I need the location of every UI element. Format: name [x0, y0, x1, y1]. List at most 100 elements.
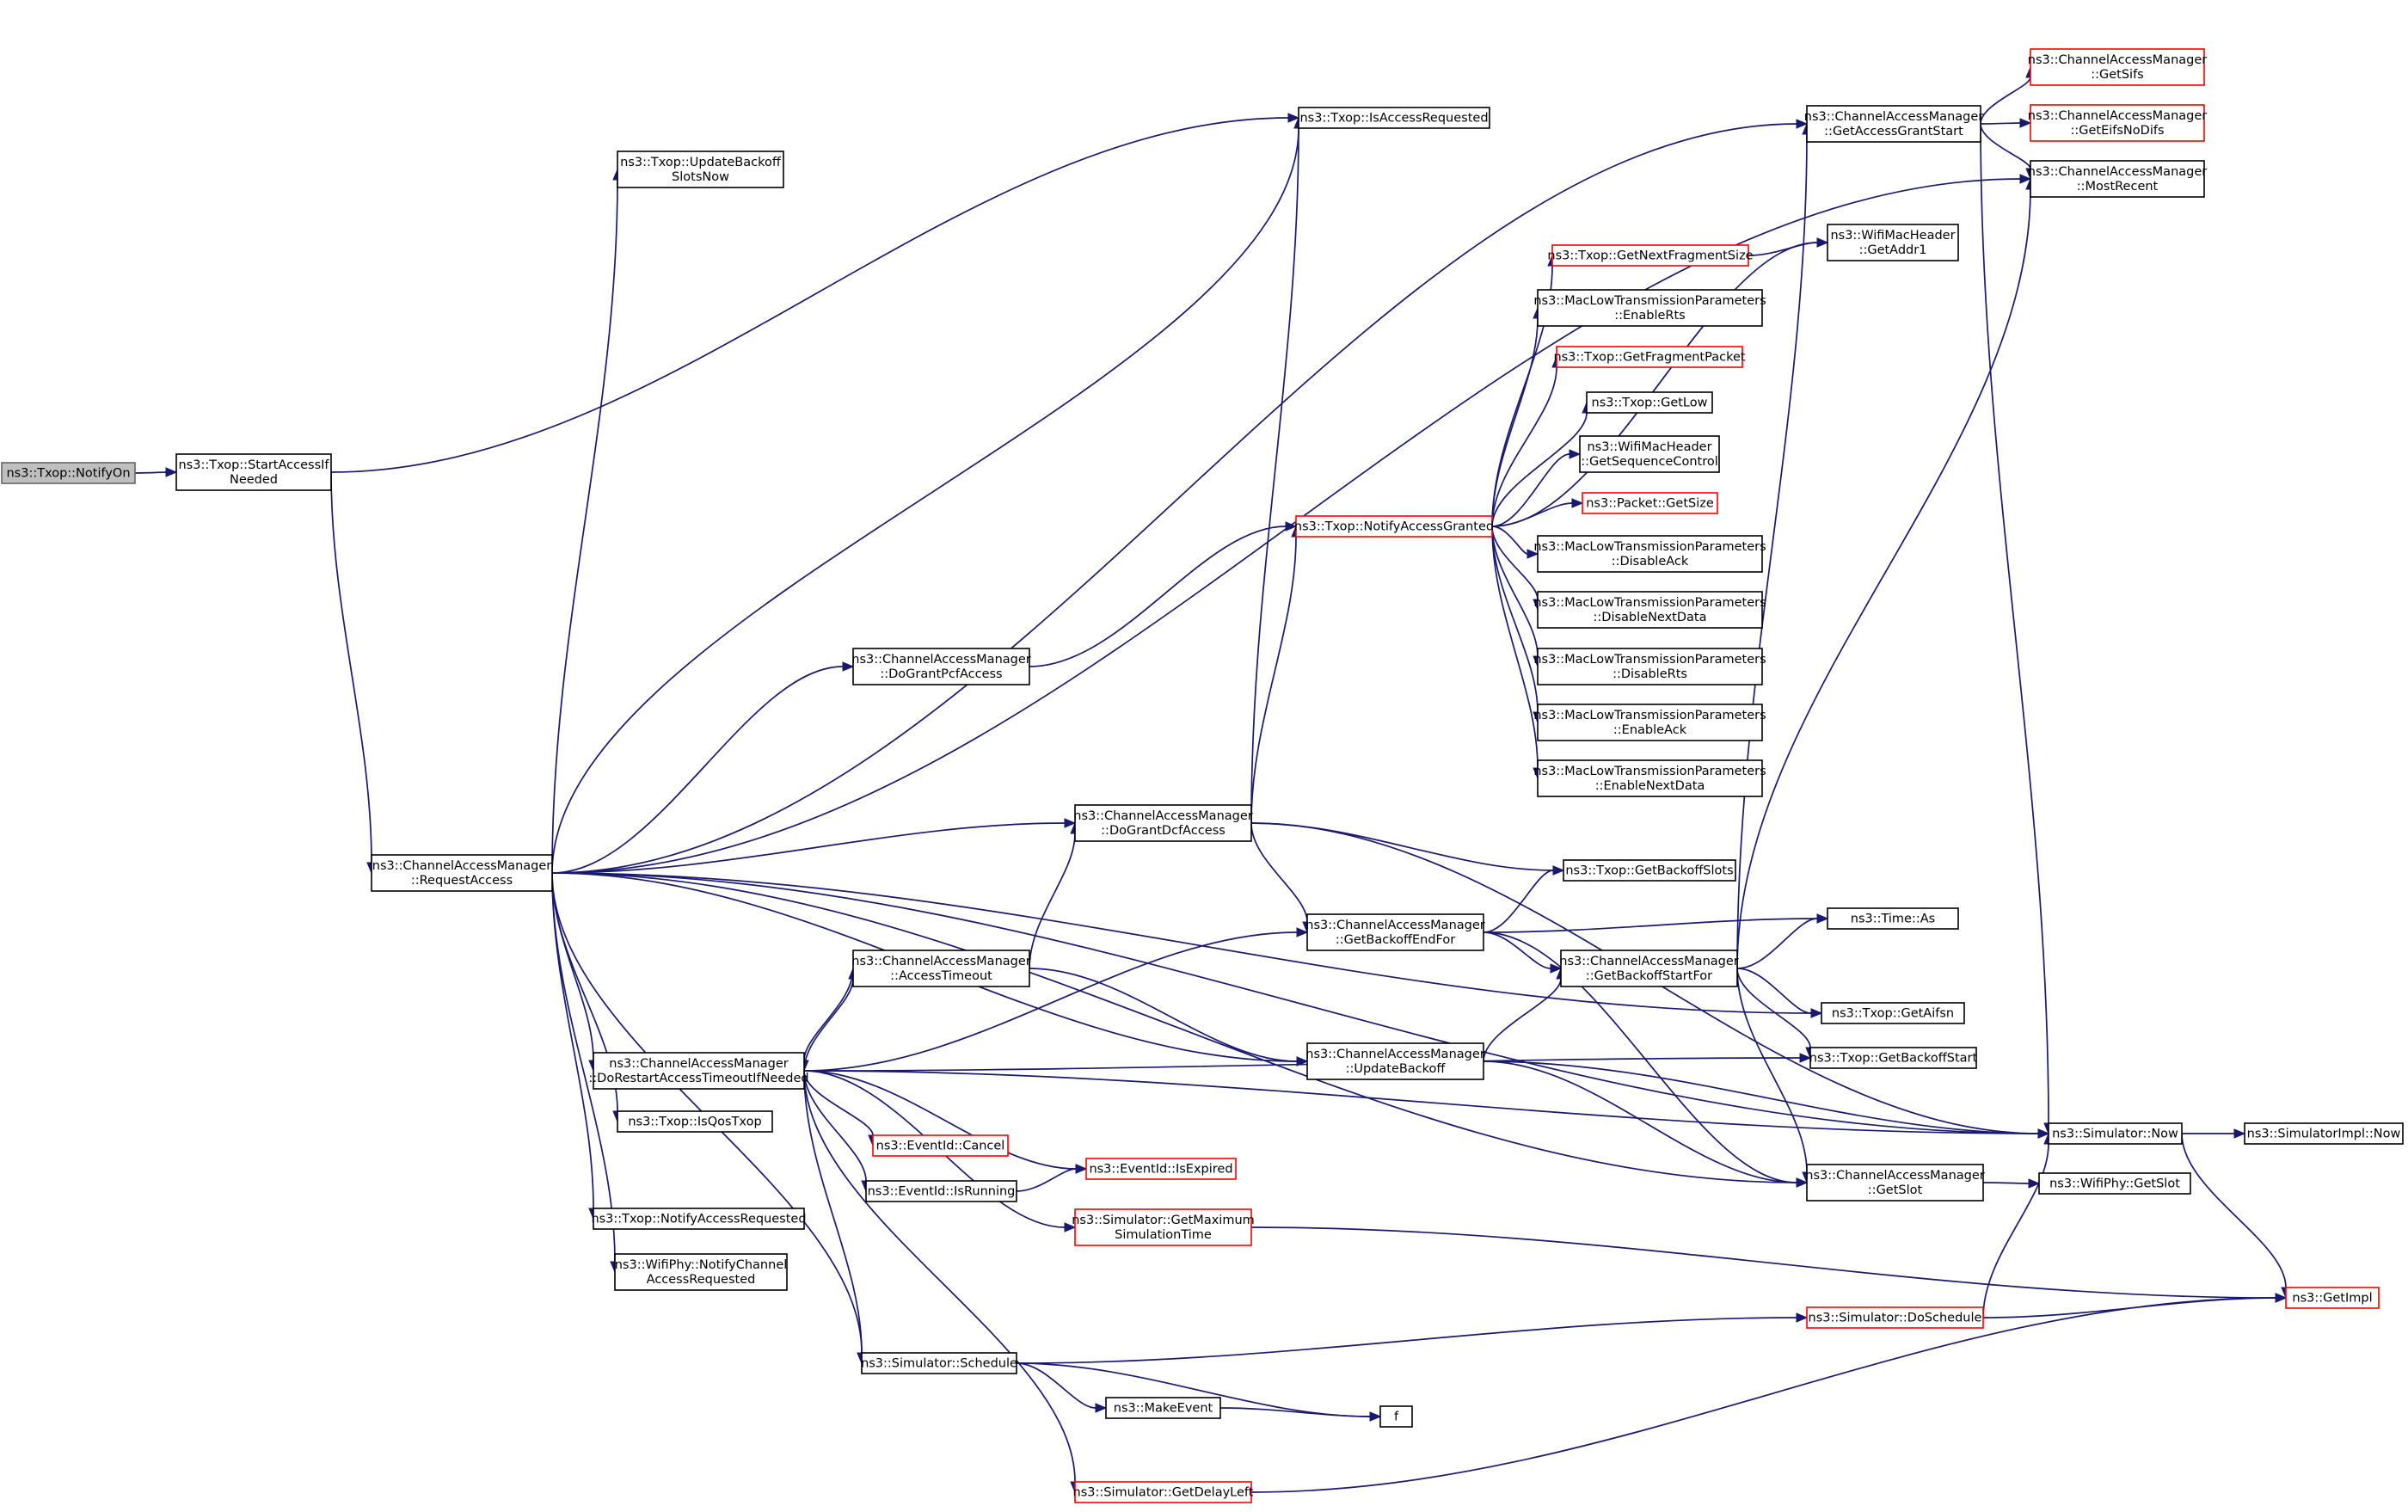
edge-notifyaccessgranted-to-enableack	[1491, 526, 1539, 713]
arrowhead-notifyaccessgranted-to-packetgetsize	[1571, 498, 1584, 508]
node-enablenextdata[interactable]: ns3::MacLowTransmissionParameters::Enabl…	[1533, 759, 1766, 797]
node-isqostxop[interactable]: ns3::Txop::IsQosTxop	[617, 1110, 773, 1133]
node-updatebackoff[interactable]: ns3::ChannelAccessManager::UpdateBackoff	[1305, 1042, 1485, 1080]
edge-startaccess-to-requestaccess	[330, 471, 372, 864]
node-disablerts[interactable]: ns3::MacLowTransmissionParameters::Disab…	[1533, 648, 1766, 685]
node-dorestartaccess[interactable]: ns3::ChannelAccessManager::DoRestartAcce…	[588, 1052, 809, 1090]
node-doschedule[interactable]: ns3::Simulator::DoSchedule	[1806, 1306, 1984, 1329]
edge-getbackoffstartfor-to-getbackoffstart	[1736, 968, 1811, 1048]
node-getimpl[interactable]: ns3::GetImpl	[2285, 1287, 2380, 1309]
node-label: ns3::ChannelAccessManager	[1305, 919, 1485, 932]
node-getaccessgrantstart[interactable]: ns3::ChannelAccessManager::GetAccessGran…	[1804, 105, 1984, 143]
node-label: ns3::MacLowTransmissionParameters	[1533, 596, 1766, 610]
node-label: f	[1394, 1411, 1399, 1424]
node-box	[1537, 704, 1763, 741]
node-disablenextdata[interactable]: ns3::MacLowTransmissionParameters::Disab…	[1533, 591, 1766, 629]
arrowhead-eventisrunning-to-eventisexpired	[1075, 1164, 1088, 1174]
edge-eventisrunning-to-eventisexpired	[1016, 1168, 1077, 1192]
node-notifyaccessrequested[interactable]: ns3::Txop::NotifyAccessRequested	[591, 1208, 807, 1230]
node-dograntdcfaccess[interactable]: ns3::ChannelAccessManager::DoGrantDcfAcc…	[1073, 804, 1253, 842]
node-label: ns3::Txop::NotifyAccessRequested	[591, 1213, 806, 1226]
node-getbackoffslots[interactable]: ns3::Txop::GetBackoffSlots	[1563, 859, 1736, 882]
edge-getaccessgrantstart-to-getsifs	[1980, 77, 2031, 125]
edge-getnextfragmentsize-to-getaddr1	[1748, 242, 1818, 256]
edge-getdelayleft-to-getimpl	[1250, 1297, 2276, 1493]
arrowhead-startaccess-to-isaccessrequested	[1287, 113, 1300, 123]
node-timeas[interactable]: ns3::Time::As	[1827, 907, 1959, 930]
node-getfragmentpacket[interactable]: ns3::Txop::GetFragmentPacket	[1553, 346, 1746, 368]
node-getlow[interactable]: ns3::Txop::GetLow	[1586, 391, 1713, 414]
node-label: ::GetAddr1	[1859, 243, 1927, 257]
arrowhead-requestaccess-to-getaccessgrantstart	[1796, 119, 1809, 129]
node-getbackoffstartfor[interactable]: ns3::ChannelAccessManager::GetBackoffSta…	[1559, 950, 1739, 987]
edge-requestaccess-to-camgetslot	[551, 872, 1797, 1183]
node-label: ns3::MacLowTransmissionParameters	[1533, 709, 1766, 722]
node-dograntpcfaccess[interactable]: ns3::ChannelAccessManager::DoGrantPcfAcc…	[851, 648, 1031, 685]
arrowhead-dorestartaccess-to-getbackoffendfor	[1296, 927, 1309, 937]
arrowhead-getnextfragmentsize-to-getaddr1	[1816, 237, 1829, 248]
node-mostrecent[interactable]: ns3::ChannelAccessManager::MostRecent	[2028, 160, 2208, 198]
edge-notifyon-to-startaccess	[134, 471, 167, 474]
node-enableack[interactable]: ns3::MacLowTransmissionParameters::Enabl…	[1533, 704, 1766, 741]
node-getnextfragmentsize[interactable]: ns3::Txop::GetNextFragmentSize	[1547, 244, 1754, 267]
node-getaddr1[interactable]: ns3::WifiMacHeader::GetAddr1	[1827, 224, 1959, 261]
arrowhead-getdelayleft-to-getimpl	[2275, 1293, 2288, 1303]
node-isaccessrequested[interactable]: ns3::Txop::IsAccessRequested	[1298, 107, 1490, 129]
node-notifyaccessgranted[interactable]: ns3::Txop::NotifyAccessGranted	[1294, 515, 1494, 538]
edge-schedule-to-doschedule	[1016, 1317, 1797, 1364]
edge-requestaccess-to-updatebackoffslots	[551, 179, 618, 874]
node-label: ns3::ChannelAccessManager	[609, 1057, 789, 1071]
node-box	[1074, 804, 1252, 842]
node-box	[1074, 1481, 1252, 1503]
node-notifyon[interactable]: ns3::Txop::NotifyOn	[1, 462, 136, 484]
node-notifychannelaccess[interactable]: ns3::WifiPhy::NotifyChannelAccessRequest…	[614, 1253, 788, 1291]
node-box	[1556, 346, 1743, 368]
node-enablerts[interactable]: ns3::MacLowTransmissionParameters::Enabl…	[1533, 289, 1766, 327]
node-getbackoffendfor[interactable]: ns3::ChannelAccessManager::GetBackoffEnd…	[1305, 913, 1485, 951]
edge-dorestartaccess-to-getbackoffendfor	[803, 931, 1298, 1072]
node-makeevent[interactable]: ns3::MakeEvent	[1105, 1397, 1221, 1419]
node-packetgetsize[interactable]: ns3::Packet::GetSize	[1582, 492, 1718, 514]
node-label: ns3::Txop::IsQosTxop	[628, 1116, 761, 1129]
node-simnow[interactable]: ns3::Simulator::Now	[2048, 1122, 2183, 1145]
node-label: ns3::WifiPhy::GetSlot	[2049, 1177, 2180, 1191]
node-getaifsn[interactable]: ns3::Txop::GetAifsn	[1821, 1002, 1965, 1024]
node-box	[2030, 48, 2205, 86]
node-label: ::EnableNextData	[1595, 779, 1705, 793]
edge-updatebackoff-to-simnow	[1483, 1060, 2039, 1134]
node-wifiphygetslot[interactable]: ns3::WifiPhy::GetSlot	[2038, 1172, 2191, 1195]
node-camgetslot[interactable]: ns3::ChannelAccessManager::GetSlot	[1805, 1164, 1985, 1202]
node-eventcancel[interactable]: ns3::EventId::Cancel	[872, 1134, 1009, 1157]
node-getdelayleft[interactable]: ns3::Simulator::GetDelayLeft	[1073, 1481, 1254, 1503]
node-box	[2030, 104, 2205, 142]
node-box	[1306, 1042, 1484, 1080]
node-accesstimeout[interactable]: ns3::ChannelAccessManager::AccessTimeout	[851, 950, 1031, 987]
node-geteifsnodifs[interactable]: ns3::ChannelAccessManager::GetEifsNoDifs	[2028, 104, 2208, 142]
node-requestaccess[interactable]: ns3::ChannelAccessManager::RequestAccess	[371, 854, 553, 892]
node-getsequencecontrol[interactable]: ns3::WifiMacHeader::GetSequenceControl	[1579, 435, 1720, 473]
node-f[interactable]: f	[1379, 1405, 1413, 1428]
node-simimplnow[interactable]: ns3::SimulatorImpl::Now	[2244, 1122, 2404, 1145]
node-getbackoffstart[interactable]: ns3::Txop::GetBackoffStart	[1809, 1047, 1978, 1069]
edge-dograntpcfaccess-to-notifyaccessgranted	[1029, 526, 1287, 667]
node-box	[1306, 913, 1484, 951]
node-box	[1582, 492, 1718, 514]
node-disableack[interactable]: ns3::MacLowTransmissionParameters::Disab…	[1533, 535, 1766, 573]
node-schedule[interactable]: ns3::Simulator::Schedule	[861, 1352, 1017, 1374]
node-label: ::DisableNextData	[1594, 611, 1707, 624]
node-eventisexpired[interactable]: ns3::EventId::IsExpired	[1085, 1158, 1237, 1180]
node-box	[1, 462, 136, 484]
arrowhead-updatebackoff-to-camgetslot	[1796, 1177, 1809, 1188]
node-label: ::GetBackoffStartFor	[1586, 969, 1712, 983]
node-box	[872, 1134, 1009, 1157]
arrowhead-getbackoffstartfor-to-timeas	[1816, 913, 1829, 924]
edge-accesstimeout-to-dograntdcfaccess	[1029, 833, 1076, 969]
node-eventisrunning[interactable]: ns3::EventId::IsRunning	[865, 1180, 1017, 1202]
node-getsifs[interactable]: ns3::ChannelAccessManager::GetSifs	[2028, 48, 2208, 86]
edge-accesstimeout-to-dorestartaccess	[803, 968, 854, 1061]
node-box	[1579, 435, 1720, 473]
edge-requestaccess-to-dograntpcfaccess	[551, 666, 844, 874]
